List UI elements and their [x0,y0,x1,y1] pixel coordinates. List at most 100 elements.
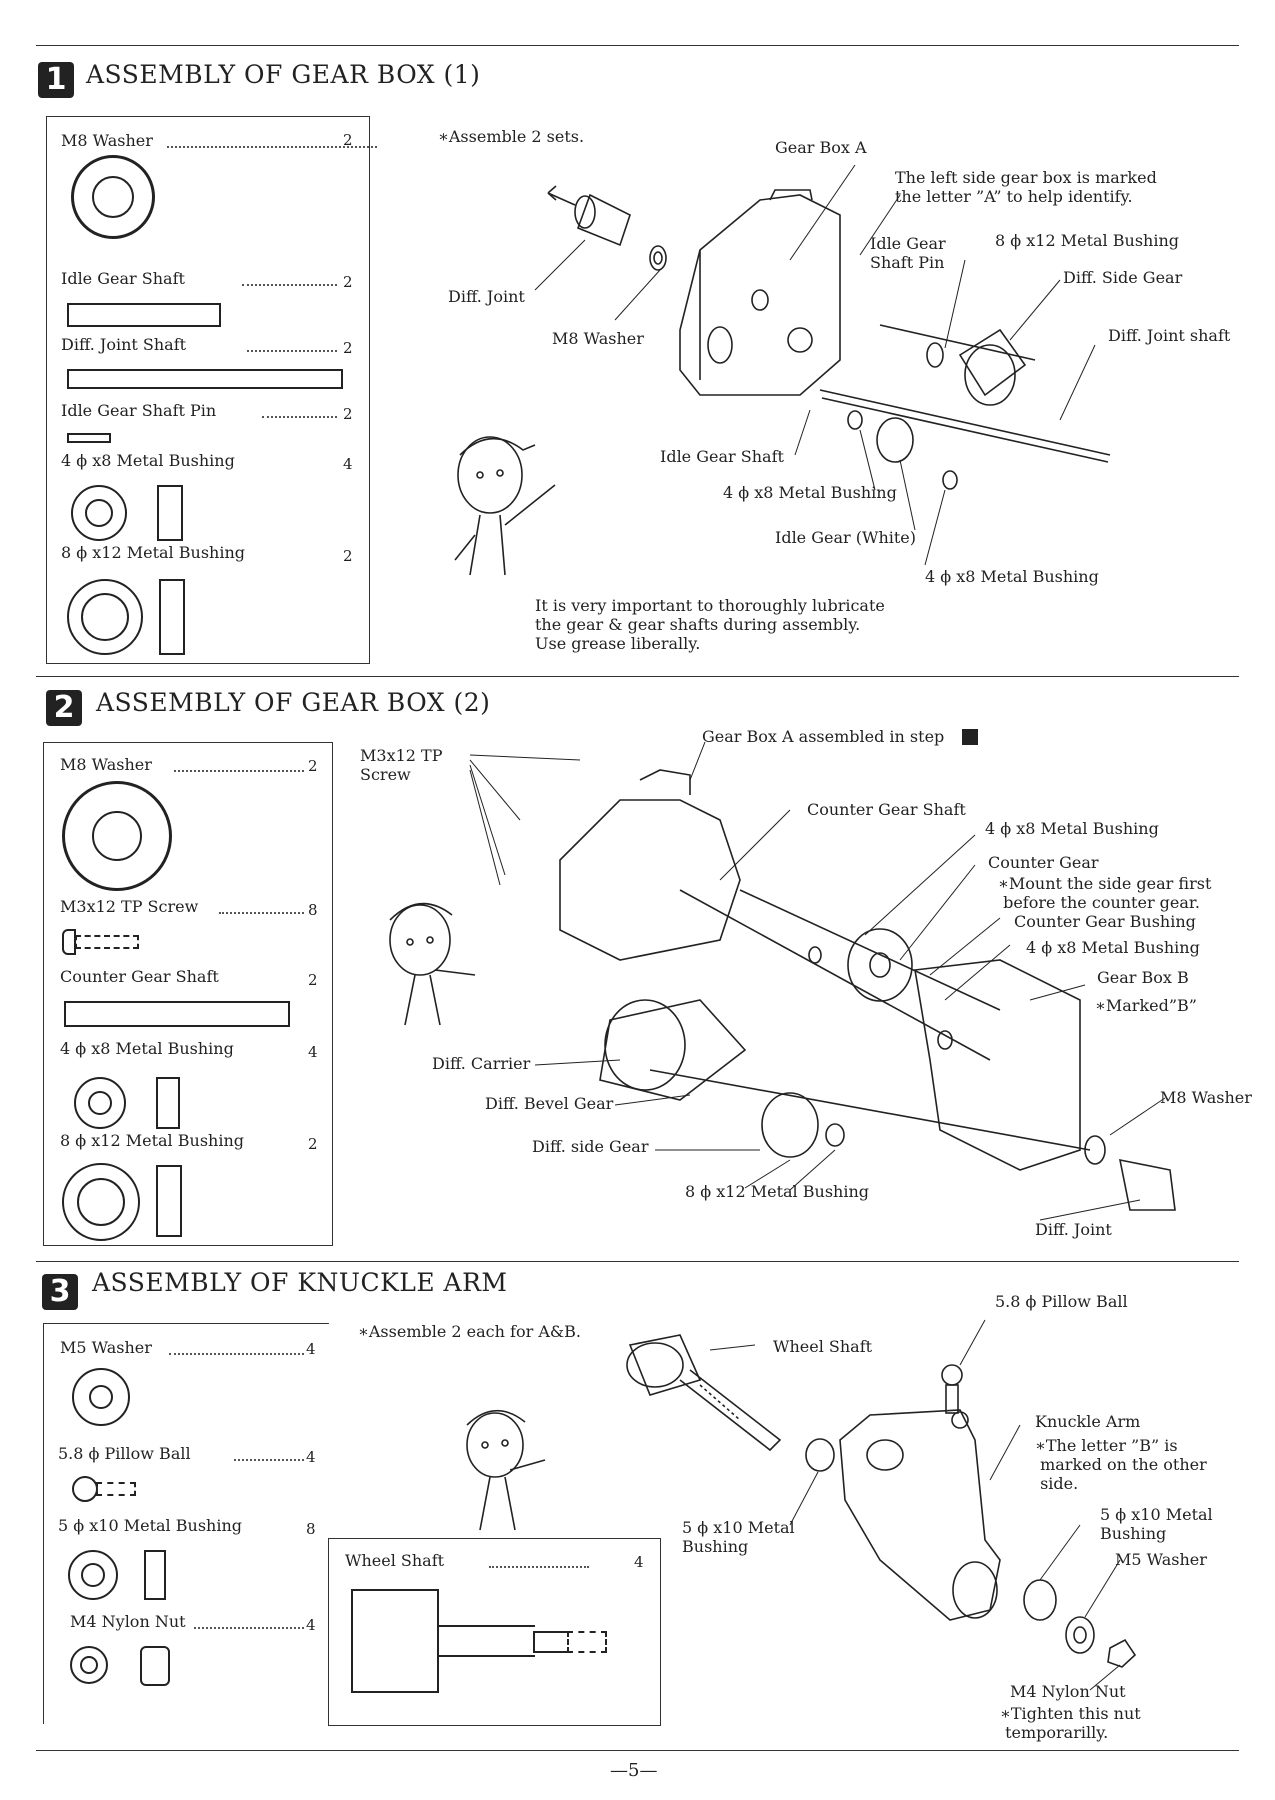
assembly-note: ∗Assemble 2 sets. [438,127,585,146]
mascot-step3 [466,1409,546,1531]
washer-icon [72,1368,130,1426]
m5-washer-drawing [1065,1616,1095,1654]
assembly-note: ∗Assemble 2 each for A&B. [358,1322,581,1341]
step-title: ASSEMBLY OF GEAR BOX (2) [96,688,491,717]
part-qty: 4 [634,1553,644,1571]
part-name: M8 Washer [61,131,153,150]
callout-bushing-4x8: 4 ϕ x8 Metal Bushing [925,567,1099,586]
callout-bushing-8x12: 8 ϕ x12 Metal Bushing [685,1182,869,1201]
callout-bushing-right: 5 ϕ x10 Metal Bushing [1100,1505,1213,1543]
part-name: 8 ϕ x12 Metal Bushing [61,543,245,562]
callout-bushing-left: 5 ϕ x10 Metal Bushing [682,1518,795,1556]
counter-gear-note: ∗Mount the side gear first before the co… [998,874,1212,912]
callout-counter-gear: Counter Gear [988,853,1099,872]
part-name: 5 ϕ x10 Metal Bushing [58,1516,242,1535]
shaft-icon [64,1001,290,1027]
washer-icon [71,155,155,239]
step-reference-icon [962,729,978,745]
part-qty: 4 [306,1448,316,1466]
part-name: 4 ϕ x8 Metal Bushing [60,1039,234,1058]
part-qty: 2 [308,1135,318,1153]
diff-gears-drawing [819,324,1111,490]
step-title: ASSEMBLY OF KNUCKLE ARM [92,1268,508,1297]
wheel-shaft-box: Wheel Shaft 4 [328,1538,661,1726]
wheel-shaft-icon [351,1589,439,1693]
callout-bushing-4x8: 4 ϕ x8 Metal Bushing [1026,938,1200,957]
part-name: Counter Gear Shaft [60,967,219,986]
part-qty: 8 [306,1520,316,1538]
mascot-step1 [454,436,556,576]
callout-pillow-ball: 5.8 ϕ Pillow Ball [995,1292,1128,1311]
step-number: 2 [46,690,82,726]
gear-box-a-drawing [679,189,841,396]
part-qty: 4 [343,455,353,473]
part-qty: 8 [308,901,318,919]
grease-note: It is very important to thoroughly lubri… [535,596,885,653]
callout-diff-bevel-gear: Diff. Bevel Gear [485,1094,614,1113]
callout-diff-joint: Diff. Joint [448,287,525,306]
parts-list: M8 Washer 2 M3x12 TP Screw 8 Counter Gea… [43,742,333,1246]
callout-knuckle-arm: Knuckle Arm [1035,1412,1141,1431]
knuckle-note: ∗The letter ”B” is marked on the other s… [1035,1436,1207,1493]
callout-idle-gear-shaft-pin: Idle Gear Shaft Pin [870,234,946,272]
knuckle-arm-drawing [839,1409,1001,1621]
screw-icon [62,929,76,955]
callout-counter-gear-shaft: Counter Gear Shaft [807,800,966,819]
callout-idle-gear-shaft: Idle Gear Shaft [660,447,784,466]
bushing-icon [62,1163,140,1241]
step-title: ASSEMBLY OF GEAR BOX (1) [86,60,481,89]
callout-m8-washer: M8 Washer [552,329,644,348]
step-number: 3 [42,1274,78,1310]
nut-icon [70,1646,108,1684]
bushing-icon [74,1077,126,1129]
part-name: M4 Nylon Nut [70,1612,186,1631]
part-qty: 2 [308,971,318,989]
part-qty: 4 [308,1043,318,1061]
callout-diff-side-gear: Diff. side Gear [532,1137,649,1156]
callout-gear-box-a: Gear Box A [775,138,867,157]
part-qty: 4 [306,1340,316,1358]
pillow-ball-icon [72,1476,98,1502]
parts-list: M8 Washer 2 Idle Gear Shaft 2 Diff. Join… [46,116,377,664]
bushing-icon [68,1550,118,1600]
part-qty: 4 [306,1616,316,1634]
callout-diff-joint-shaft: Diff. Joint shaft [1108,326,1231,345]
part-qty: 2 [343,405,353,423]
part-qty: 2 [308,757,318,775]
bushing-icon [71,485,127,541]
section-rule [36,1261,1239,1262]
part-name: 8 ϕ x12 Metal Bushing [60,1131,244,1150]
callout-gear-box-b: Gear Box B [1097,968,1189,987]
bushing-right-drawing [1023,1579,1057,1621]
callout-bushing-4x8: 4 ϕ x8 Metal Bushing [723,483,897,502]
part-name: Idle Gear Shaft [61,269,185,288]
part-name: M8 Washer [60,755,152,774]
part-name: Wheel Shaft [345,1551,445,1570]
callout-idle-gear: Idle Gear (White) [775,528,917,547]
callout-diff-carrier: Diff. Carrier [432,1054,531,1073]
part-qty: 2 [343,131,353,149]
callout-diff-side-gear: Diff. Side Gear [1063,268,1183,287]
shaft-icon [67,303,221,327]
step-number: 1 [38,62,74,98]
diff-joint-drawing [547,185,667,271]
part-name: 4 ϕ x8 Metal Bushing [61,451,235,470]
page-number: —5— [610,1760,658,1781]
marked-b-note: ∗Marked”B” [1095,996,1197,1015]
part-name: M5 Washer [60,1338,152,1357]
callout-left-side-note: The left side gear box is marked the let… [895,168,1157,206]
nylon-nut-drawing [1107,1638,1137,1668]
parts-list: M5 Washer 4 5.8 ϕ Pillow Ball 4 5 ϕ x10 … [43,1323,329,1724]
part-qty: 2 [343,339,353,357]
shaft-icon [67,369,343,389]
bushing-icon [67,579,143,655]
wheel-shaft-drawing [626,1334,782,1452]
callout-diff-joint: Diff. Joint [1035,1220,1112,1239]
callout-bushing-8x12: 8 ϕ x12 Metal Bushing [995,231,1179,250]
callout-nylon-nut: M4 Nylon Nut [1010,1682,1126,1701]
part-name: Diff. Joint Shaft [61,335,187,354]
part-qty: 2 [343,547,353,565]
part-qty: 2 [343,273,353,291]
part-name: Idle Gear Shaft Pin [61,401,217,420]
